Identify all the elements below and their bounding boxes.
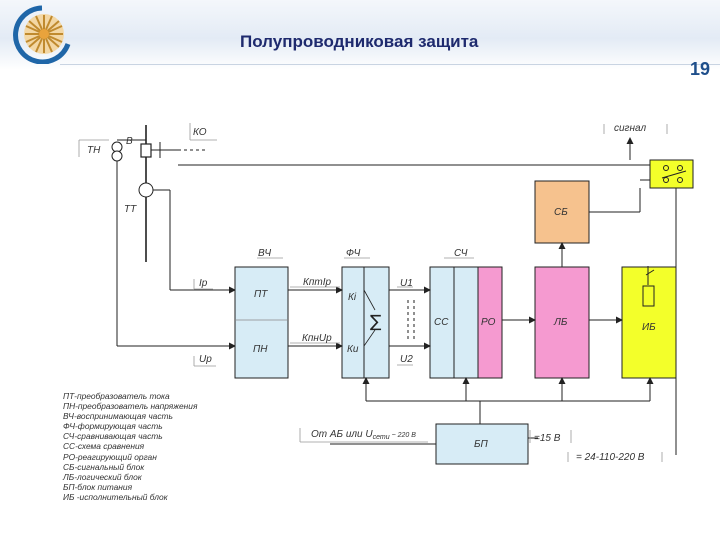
- label-u2: U2: [400, 354, 413, 365]
- relay-contact: [645, 269, 655, 276]
- signal-relay-contact-1: [663, 165, 669, 171]
- legend-item: ПТ-преобразователь тока: [63, 391, 170, 401]
- label-from-ab-tail: ~ 220 В: [390, 432, 417, 439]
- label-ip: Iр: [199, 278, 208, 289]
- label-brackets: [78, 123, 668, 462]
- legend-item: ВЧ-воспринимающая часть: [63, 411, 173, 422]
- label-ss: СС: [434, 317, 449, 328]
- label-pn: ПН: [253, 344, 268, 355]
- legend-item: ПН-преобразователь напряжения: [63, 401, 198, 412]
- tt-transformer: [138, 182, 154, 198]
- label-kpt: КптIр: [303, 277, 332, 288]
- label-tt: ТТ: [124, 204, 137, 215]
- label-kpn: КпнUр: [302, 333, 332, 344]
- ro-block: [477, 266, 503, 379]
- legend-item: БП-блок питания: [63, 481, 133, 492]
- label-tn: ТН: [87, 145, 101, 156]
- label-vch: ВЧ: [258, 248, 271, 259]
- label-fch: ФЧ: [346, 248, 361, 259]
- label-lb: ЛБ: [553, 317, 568, 328]
- legend-item: ИБ -исполнительный блок: [63, 491, 168, 502]
- page-title: Полупроводниковая защита: [240, 32, 479, 51]
- legend-list: ПТ-преобразователь тока ПН-преобразовате…: [63, 391, 197, 502]
- signal-relay-contact-2: [677, 165, 683, 171]
- legend-item: СС-схема сравнения: [63, 441, 145, 452]
- signal-relay-blade: [661, 170, 687, 179]
- label-bp: БП: [474, 439, 489, 450]
- page-number: 19: [689, 59, 710, 79]
- label-from-ab: От АБ или Uсети ~ 220 В: [311, 429, 416, 441]
- legend-item: СЧ-сравнивающая часть: [63, 431, 163, 442]
- label-v: В: [126, 136, 133, 147]
- label-signal: сигнал: [614, 123, 646, 134]
- tn-winding-bottom: [111, 150, 123, 162]
- lb-block: [534, 266, 590, 379]
- label-24v: = 24-110-220 В: [576, 452, 645, 463]
- bp-block: [435, 423, 529, 465]
- label-from-ab-sub: сети: [373, 434, 390, 441]
- sigma-line-2: [363, 329, 376, 347]
- breaker-v: [140, 143, 152, 158]
- label-pt: ПТ: [254, 289, 268, 300]
- vch-block: [234, 266, 289, 379]
- legend-item: ЛБ-логический блок: [63, 471, 142, 482]
- label-up: Uр: [199, 354, 212, 365]
- signal-relay-contact-4: [677, 177, 683, 183]
- label-from-ab-main: От АБ или U: [311, 429, 373, 440]
- legend-item: РО-реагирующий орган: [63, 451, 157, 462]
- label-ib: ИБ: [642, 322, 656, 333]
- label-15v: =15 В: [534, 433, 561, 444]
- header-divider: [60, 64, 720, 65]
- label-sum: ∑: [370, 312, 382, 332]
- legend-item: СБ-сигнальный блок: [63, 461, 145, 472]
- label-ki: Кi: [348, 292, 357, 303]
- label-ku: Кu: [347, 344, 359, 355]
- company-logo: [13, 5, 71, 64]
- signal-relay-contact-3: [663, 177, 669, 183]
- fch-block: [341, 266, 390, 379]
- label-ko: КО: [193, 127, 207, 138]
- label-sb: СБ: [554, 207, 568, 218]
- signal-relay-block: [649, 159, 694, 189]
- sb-block: [534, 180, 590, 244]
- legend-item: ФЧ-формирующая часть: [63, 421, 163, 432]
- label-u1: U1: [400, 278, 413, 289]
- label-ro: РО: [481, 317, 496, 328]
- label-sch: СЧ: [454, 248, 468, 259]
- sigma-line-1: [363, 289, 376, 311]
- header-band: [0, 0, 720, 70]
- relay-coil: [642, 285, 655, 307]
